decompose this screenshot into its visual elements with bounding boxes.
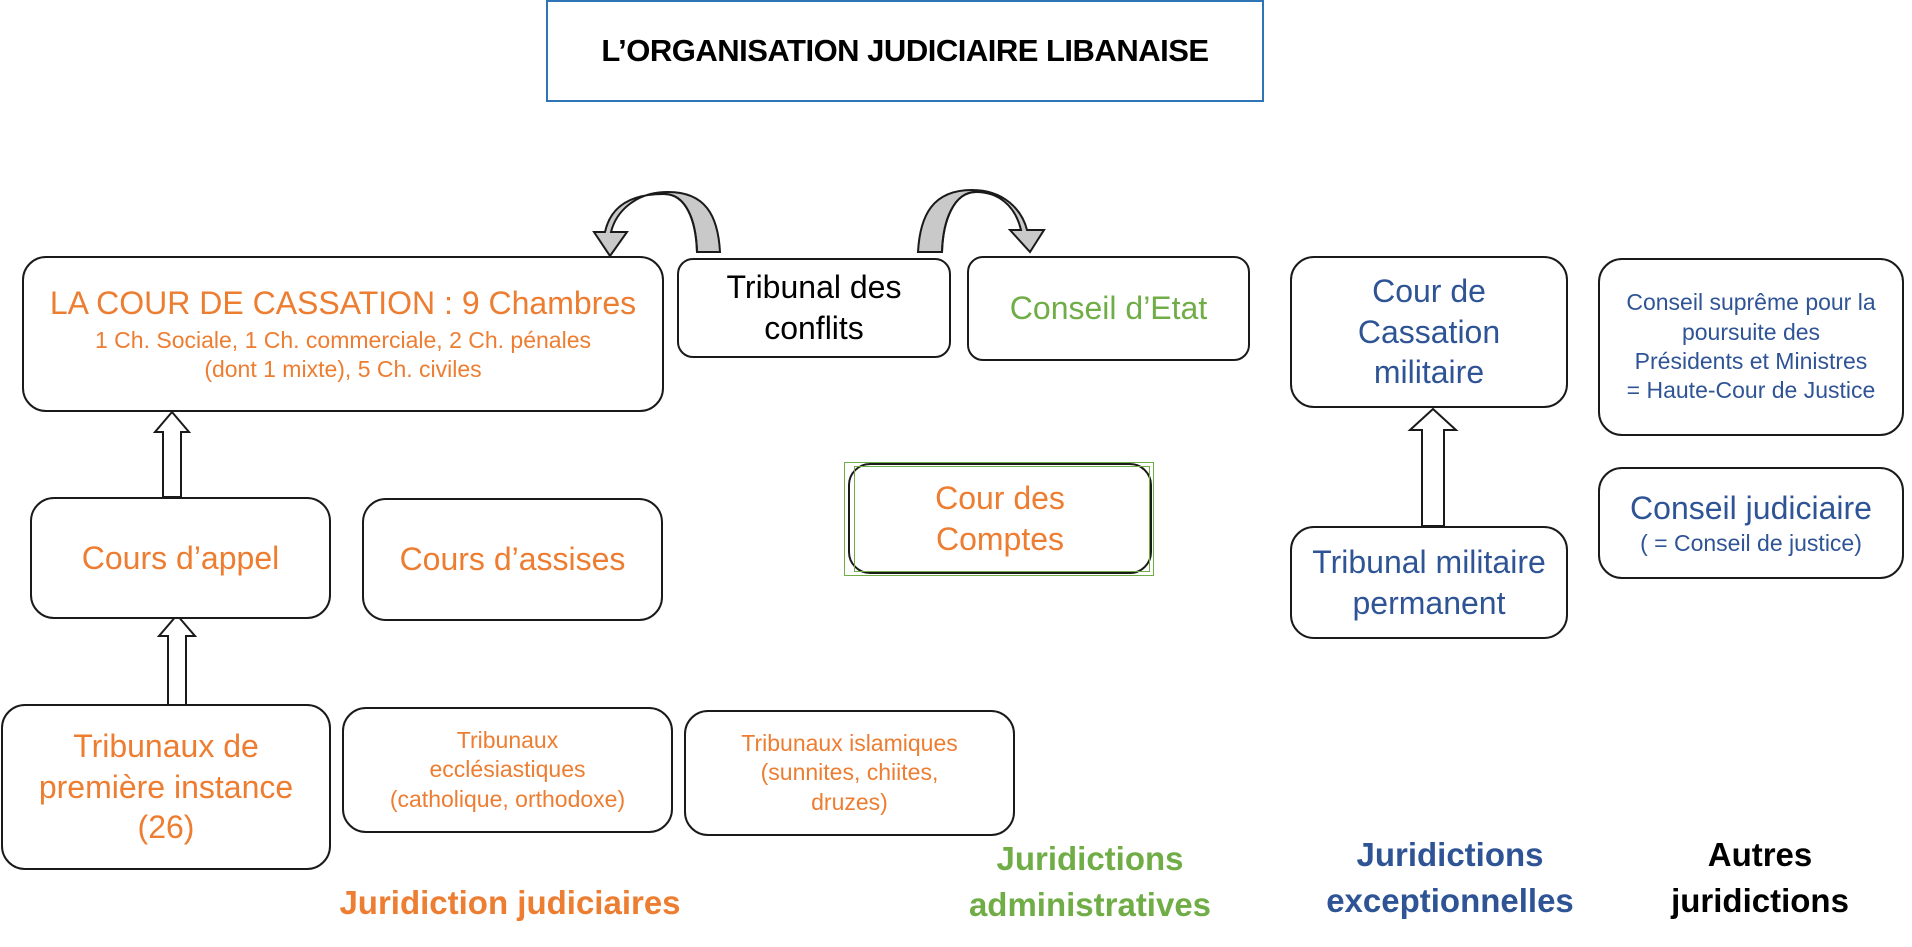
label-autres-line1: Autres bbox=[1707, 836, 1813, 873]
conseil-judiciaire-line2: ( = Conseil de justice) bbox=[1640, 529, 1862, 556]
conseil-etat-box: Conseil d’Etat bbox=[967, 256, 1250, 361]
label-judiciaires-text: Juridiction judiciaires bbox=[339, 884, 681, 921]
cours-assises-label: Cours d’assises bbox=[399, 541, 626, 578]
islamiques-line2: (sunnites, chiites, bbox=[760, 759, 939, 786]
cassation-militaire-line1: Cour de bbox=[1372, 272, 1486, 309]
cour-cassation-militaire-box: Cour de Cassation militaire bbox=[1290, 256, 1568, 408]
islamiques-line1: Tribunaux islamiques bbox=[741, 729, 958, 756]
label-exceptionnelles-line2: exceptionnelles bbox=[1326, 881, 1574, 919]
arrow-appel-to-cassation bbox=[152, 410, 192, 498]
tribunaux-islamiques-box: Tribunaux islamiques (sunnites, chiites,… bbox=[684, 710, 1015, 836]
cour-de-cassation-box: LA COUR DE CASSATION : 9 Chambres 1 Ch. … bbox=[22, 256, 664, 412]
label-juridictions-exceptionnelles: Juridictions exceptionnelles bbox=[1300, 832, 1600, 923]
cour-des-comptes-line2: Comptes bbox=[935, 520, 1065, 557]
cassation-militaire-line2: Cassation bbox=[1357, 313, 1501, 350]
label-juridictions-administratives: Juridictions administratives bbox=[940, 836, 1240, 927]
arrow-tribmil-to-cassmil bbox=[1407, 407, 1459, 527]
label-autres-juridictions: Autres juridictions bbox=[1620, 832, 1900, 923]
cour-de-cassation-title: LA COUR DE CASSATION : 9 Chambres bbox=[49, 285, 637, 322]
ecclesiastiques-line3: (catholique, orthodoxe) bbox=[389, 785, 626, 812]
curved-arrow-conflits-to-cassation bbox=[592, 190, 722, 258]
label-autres-line2: juridictions bbox=[1671, 881, 1849, 919]
cour-des-comptes-line1: Cour des bbox=[935, 479, 1065, 516]
cour-des-comptes-inner-frame bbox=[854, 466, 1150, 572]
premiere-instance-line3: (26) bbox=[137, 809, 195, 846]
curved-arrow-conflits-to-etat bbox=[916, 188, 1046, 254]
islamiques-line3: druzes) bbox=[811, 788, 888, 815]
conseil-supreme-line3: Présidents et Ministres bbox=[1634, 348, 1868, 374]
conseil-supreme-line1: Conseil suprême pour la bbox=[1626, 289, 1876, 316]
conflits-line1: Tribunal des bbox=[726, 269, 902, 306]
label-administratives-line2: administratives bbox=[968, 885, 1212, 923]
cours-assises-box: Cours d’assises bbox=[362, 498, 663, 621]
label-juridiction-judiciaires: Juridiction judiciaires bbox=[300, 880, 720, 926]
tribunaux-ecclesiastiques-box: Tribunaux ecclésiastiques (catholique, o… bbox=[342, 707, 673, 833]
arrow-premiere-to-appel bbox=[156, 613, 198, 707]
conseil-supreme-line4: = Haute-Cour de Justice bbox=[1626, 377, 1876, 404]
conseil-etat-label: Conseil d’Etat bbox=[1009, 290, 1208, 327]
cour-de-cassation-line2: (dont 1 mixte), 5 Ch. civiles bbox=[204, 356, 482, 383]
premiere-instance-line2: première instance bbox=[38, 768, 294, 805]
conflits-line2: conflits bbox=[764, 310, 864, 346]
conseil-supreme-line2: poursuite des bbox=[1681, 318, 1821, 345]
ecclesiastiques-line2: ecclésiastiques bbox=[429, 756, 586, 783]
cour-des-comptes-box: Cour des Comptes bbox=[848, 463, 1152, 574]
cour-de-cassation-line1: 1 Ch. Sociale, 1 Ch. commerciale, 2 Ch. … bbox=[94, 327, 592, 354]
cours-appel-box: Cours d’appel bbox=[30, 497, 331, 619]
conseil-judiciaire-line1: Conseil judiciaire bbox=[1630, 489, 1872, 526]
cassation-militaire-line3: militaire bbox=[1373, 354, 1485, 391]
ecclesiastiques-line1: Tribunaux bbox=[456, 726, 559, 753]
diagram-title-text: L’ORGANISATION JUDICIAIRE LIBANAISE bbox=[601, 33, 1209, 68]
tribunal-des-conflits-box: Tribunal des conflits bbox=[677, 258, 951, 358]
label-exceptionnelles-line1: Juridictions bbox=[1356, 836, 1544, 873]
cour-des-comptes-outer-frame bbox=[844, 462, 1154, 576]
tribunal-militaire-line2: permanent bbox=[1352, 584, 1506, 621]
conseil-judiciaire-box: Conseil judiciaire ( = Conseil de justic… bbox=[1598, 467, 1904, 579]
tribunal-militaire-permanent-box: Tribunal militaire permanent bbox=[1290, 526, 1568, 639]
tribunaux-premiere-instance-box: Tribunaux de première instance (26) bbox=[1, 704, 331, 870]
tribunal-militaire-line1: Tribunal militaire bbox=[1312, 543, 1546, 580]
premiere-instance-line1: Tribunaux de bbox=[73, 727, 259, 764]
label-administratives-line1: Juridictions bbox=[996, 840, 1184, 877]
conseil-supreme-box: Conseil suprême pour la poursuite des Pr… bbox=[1598, 258, 1904, 436]
cours-appel-label: Cours d’appel bbox=[81, 539, 280, 576]
diagram-title: L’ORGANISATION JUDICIAIRE LIBANAISE bbox=[546, 0, 1264, 102]
